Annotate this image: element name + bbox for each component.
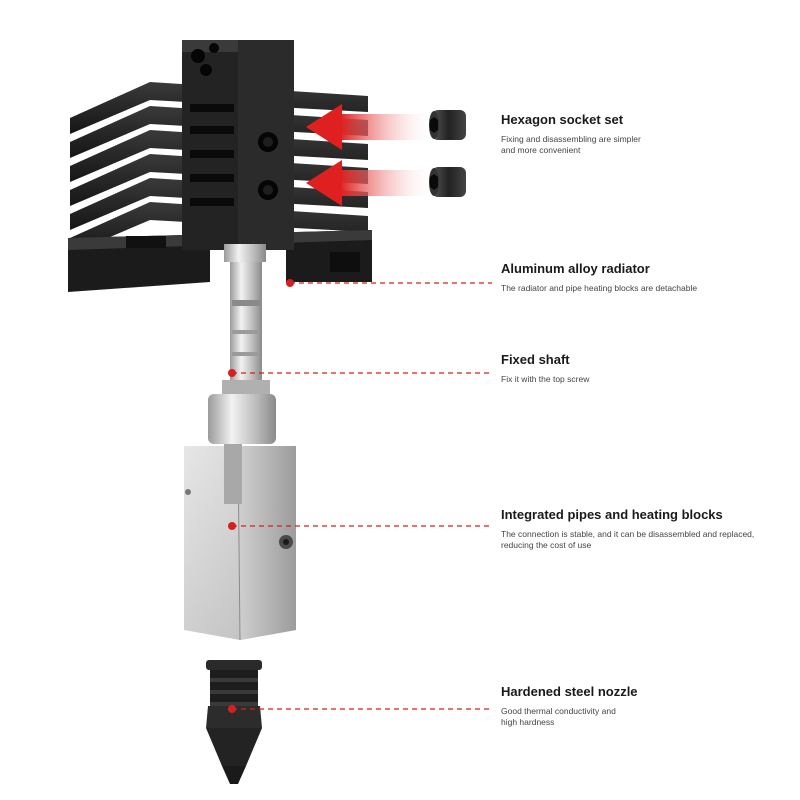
- callout-description: Good thermal conductivity and high hardn…: [501, 706, 616, 727]
- callout-description: The connection is stable, and it can be …: [501, 529, 755, 550]
- radiator: [68, 40, 372, 292]
- callout-title: Integrated pipes and heating blocks: [501, 507, 723, 522]
- fixed-shaft: [208, 244, 276, 444]
- arrow-right-to-left: [306, 104, 435, 206]
- hardened-steel-nozzle: [206, 660, 262, 784]
- callout-title: Fixed shaft: [501, 352, 570, 367]
- callout-hardened-steel-nozzle: Hardened steel nozzle Good thermal condu…: [501, 684, 791, 728]
- callout-integrated-pipes: Integrated pipes and heating blocks The …: [501, 507, 791, 551]
- callout-title: Aluminum alloy radiator: [501, 261, 650, 276]
- leader-lines: [232, 282, 492, 710]
- hexagon-socket-screw: [429, 110, 466, 197]
- callout-title: Hardened steel nozzle: [501, 684, 638, 699]
- leader-dot-radiator: [286, 279, 294, 287]
- callout-hexagon-socket-set: Hexagon socket set Fixing and disassembl…: [501, 112, 791, 156]
- callout-fixed-shaft: Fixed shaft Fix it with the top screw: [501, 352, 791, 385]
- callout-description: Fixing and disassembling are simpler and…: [501, 134, 641, 155]
- callout-title: Hexagon socket set: [501, 112, 624, 127]
- leader-dot-block: [228, 522, 236, 530]
- callout-description: Fix it with the top screw: [501, 374, 590, 384]
- leader-dot-nozzle: [228, 705, 236, 713]
- callout-aluminum-alloy-radiator: Aluminum alloy radiator The radiator and…: [501, 261, 791, 294]
- heating-block: [184, 444, 296, 641]
- leader-dot-shaft: [228, 369, 236, 377]
- callout-description: The radiator and pipe heating blocks are…: [501, 283, 698, 293]
